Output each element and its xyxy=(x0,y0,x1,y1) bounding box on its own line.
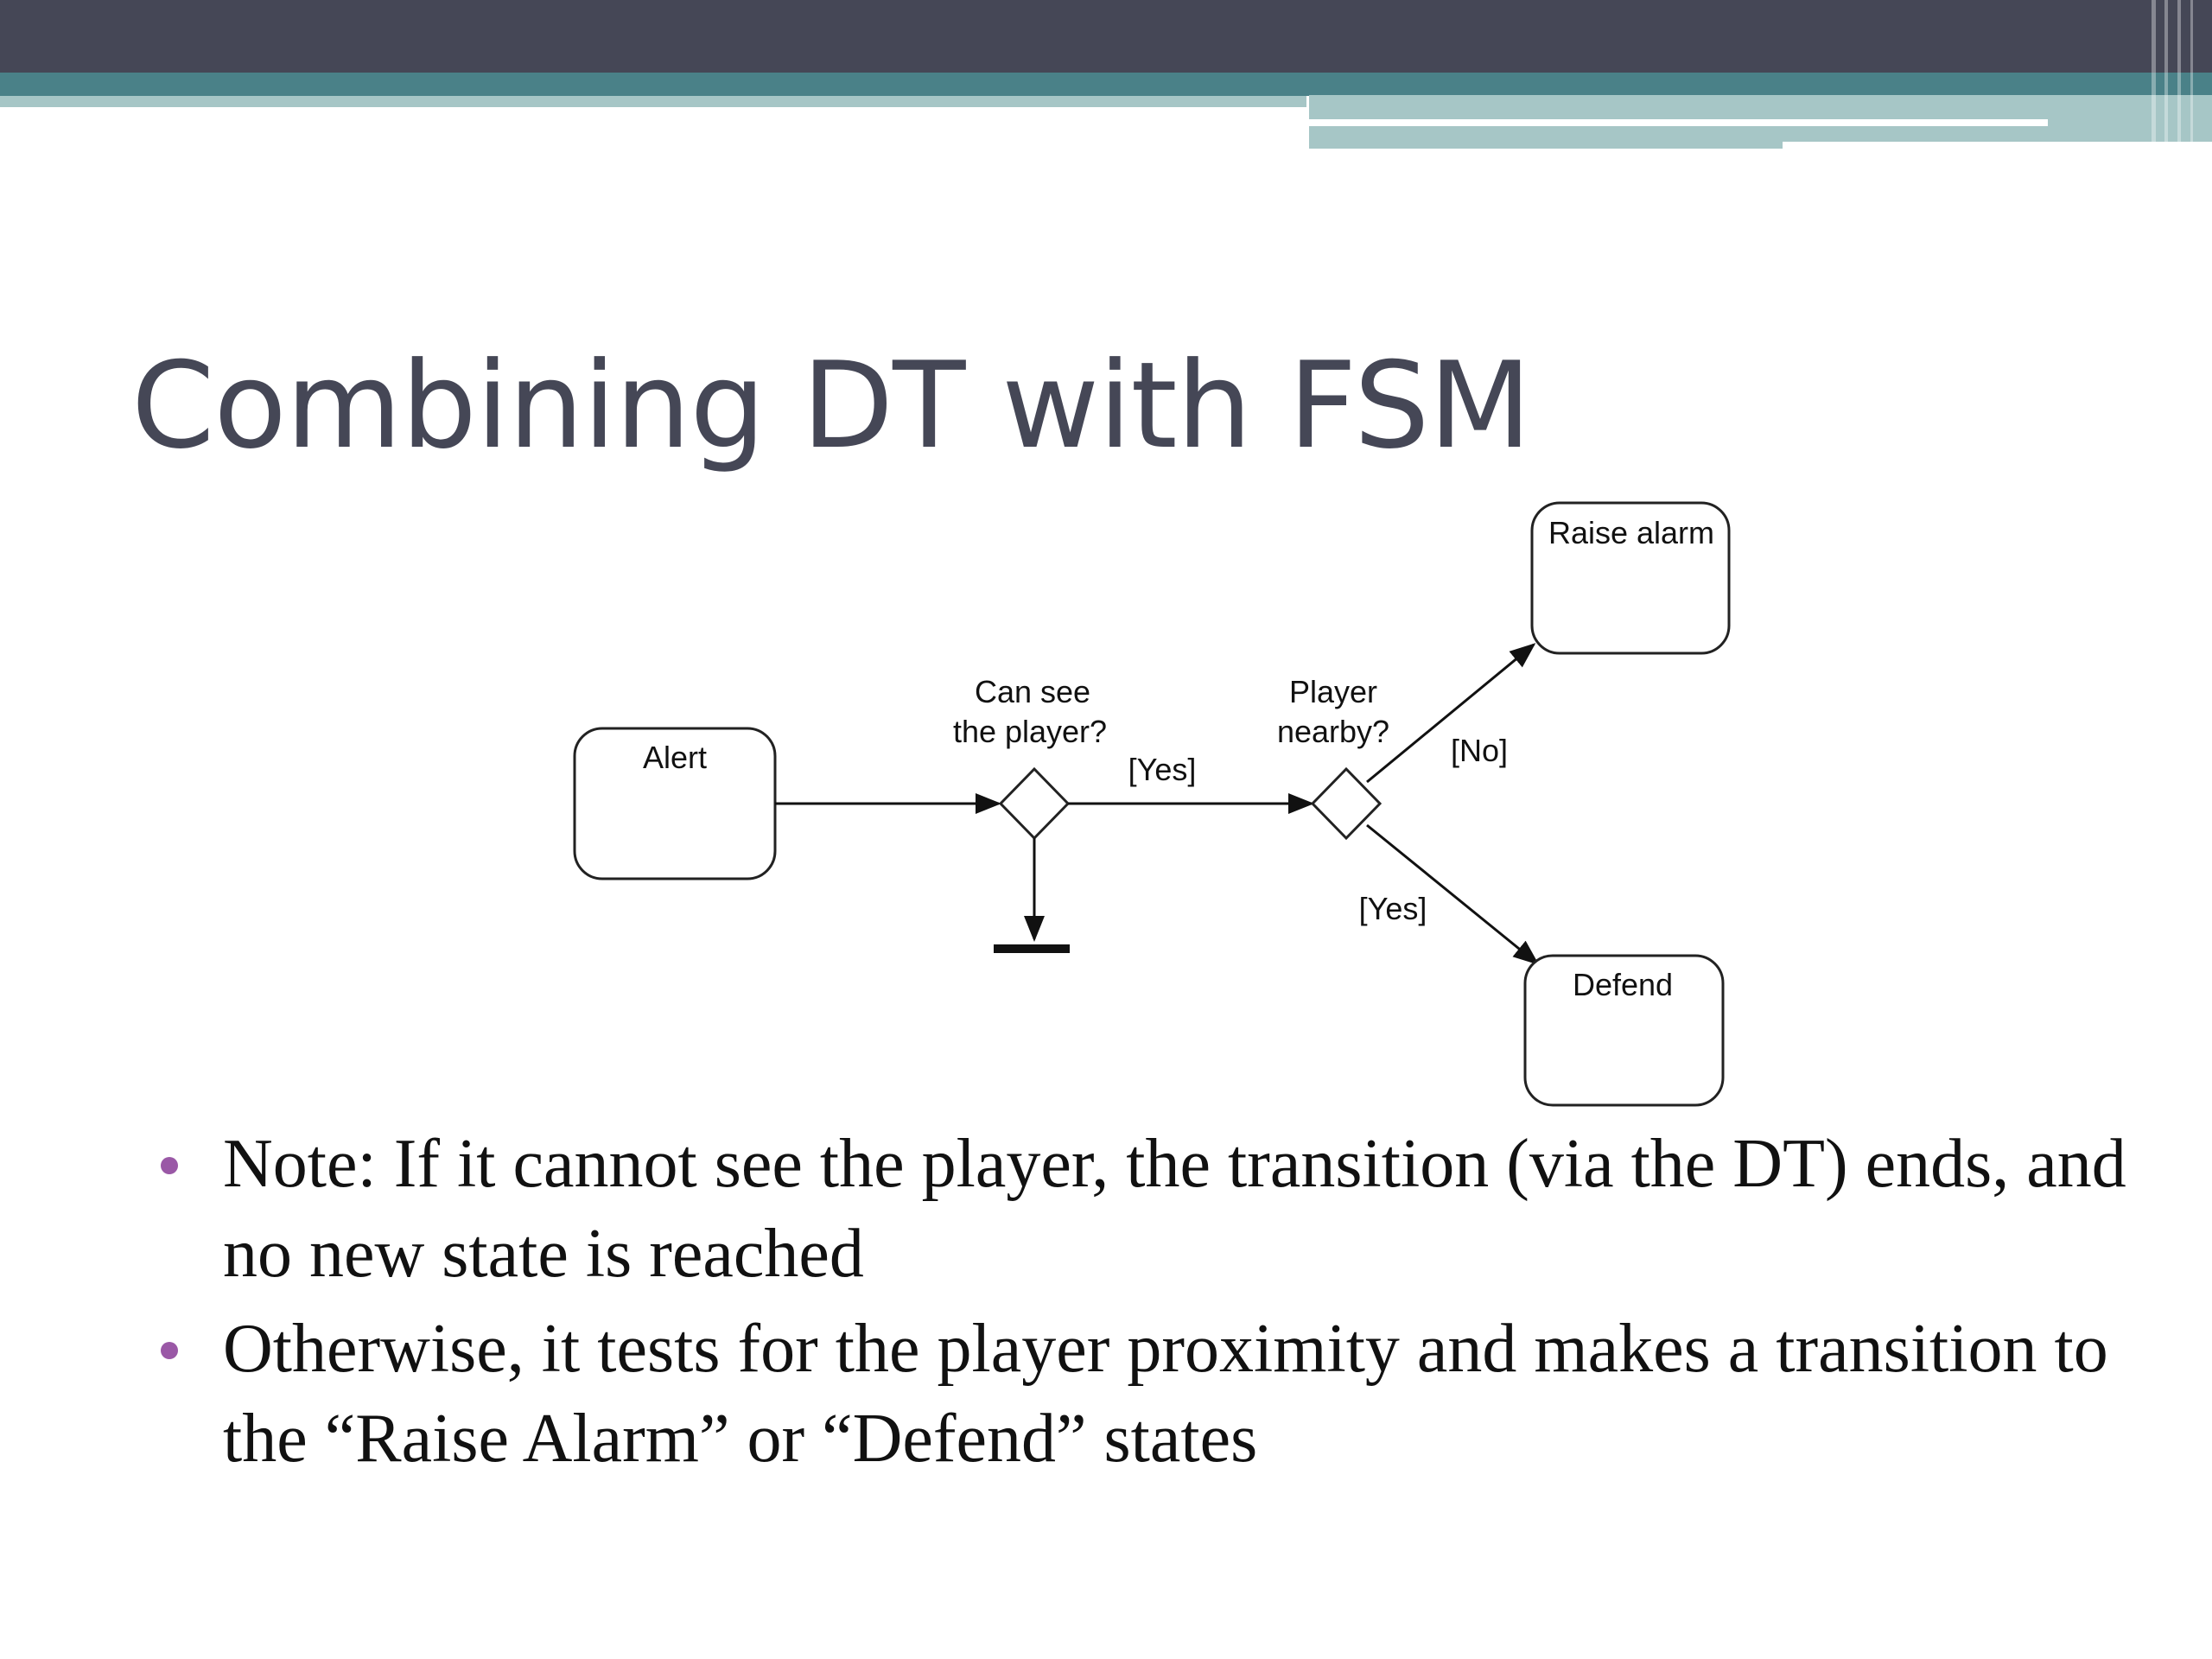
guard-can-see-yes: [Yes] xyxy=(1128,752,1197,787)
header-decoration xyxy=(0,0,2212,149)
bullet-dot-icon xyxy=(161,1342,178,1359)
bullet-item: Otherwise, it tests for the player proxi… xyxy=(156,1304,2143,1484)
guard-nearby-yes: [Yes] xyxy=(1359,891,1427,926)
terminal-end-bar xyxy=(994,944,1070,953)
transition-no-to-raise-alarm xyxy=(1366,643,1536,784)
bullet-text: Note: If it cannot see the player, the t… xyxy=(223,1126,2126,1292)
bullet-text: Otherwise, it tests for the player proxi… xyxy=(223,1311,2108,1477)
transition-yes-to-defend xyxy=(1366,823,1540,965)
bullet-dot-icon xyxy=(161,1157,178,1174)
bullet-item: Note: If it cannot see the player, the t… xyxy=(156,1119,2143,1299)
guard-nearby-no: [No] xyxy=(1451,733,1508,768)
defend-state-label: Defend xyxy=(1573,967,1673,1002)
decision-nearby-label-2: nearby? xyxy=(1277,714,1389,749)
decision-nearby-label-1: Player xyxy=(1289,674,1377,709)
raise-alarm-state xyxy=(1530,501,1731,655)
decision-player-nearby xyxy=(1310,766,1382,841)
decision-can-see-label-1: Can see xyxy=(975,674,1090,709)
bullet-list: Note: If it cannot see the player, the t… xyxy=(156,1119,2143,1489)
defend-state xyxy=(1523,954,1725,1107)
slide-title: Combining DT with FSM xyxy=(131,336,1532,475)
raise-alarm-state-label: Raise alarm xyxy=(1548,515,1714,550)
decision-can-see-player xyxy=(998,766,1071,841)
alert-state-label: Alert xyxy=(643,740,707,775)
decision-can-see-label-2: the player? xyxy=(953,714,1107,749)
